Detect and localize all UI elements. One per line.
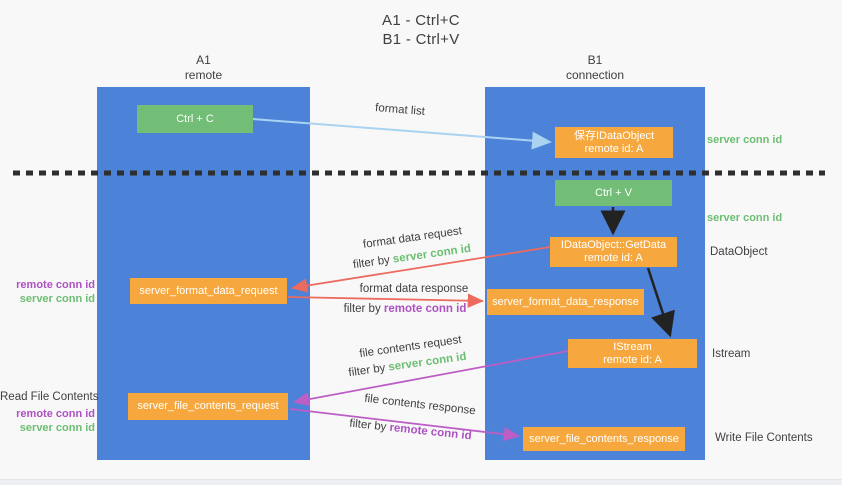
arrow-file-contents-request <box>293 350 569 407</box>
getdata-line1: IDataObject::GetData <box>560 239 667 251</box>
title-line-1: A1 - Ctrl+C <box>382 12 460 29</box>
column-header-b1: B1 connection <box>485 53 705 83</box>
server-conn-id-text: server conn id <box>19 293 95 305</box>
save-dataobject-line1: 保存IDataObject <box>573 129 655 142</box>
server-conn-id-right-top: server conn id <box>707 134 783 146</box>
server-file-contents-request-box: server_file_contents_request <box>128 393 288 420</box>
column-header-a1: A1 remote <box>97 53 310 83</box>
arrow-file-contents-response <box>289 408 520 442</box>
server-format-data-request-label: server_format_data_request <box>139 284 278 297</box>
istream-line2: remote id: A <box>603 353 662 366</box>
remote-conn-id-text: remote conn id <box>16 408 95 420</box>
istream-side-label: Istream <box>712 348 751 360</box>
server-format-data-response-label: server_format_data_response <box>492 295 639 308</box>
read-file-contents-label: Read File Contents <box>0 391 99 403</box>
server-file-contents-response-label: server_file_contents_response <box>529 432 679 445</box>
format-data-response-label: format data response <box>359 283 469 295</box>
ctrl-v-box: Ctrl + V <box>555 180 672 206</box>
istream-line1: IStream <box>613 340 652 353</box>
column-b1-name: B1 <box>587 53 603 67</box>
ctrl-v-label: Ctrl + V <box>595 186 632 199</box>
server-file-contents-response-box: server_file_contents_response <box>523 427 685 451</box>
dataobject-label: DataObject <box>710 246 768 258</box>
server-format-data-request-box: server_format_data_request <box>130 278 287 304</box>
write-file-contents-label: Write File Contents <box>715 432 813 444</box>
left-conn-id-group-1: remote conn id server conn id <box>0 278 95 306</box>
server-conn-id-text: server conn id <box>19 422 95 434</box>
istream-box: IStream remote id: A <box>568 339 697 368</box>
server-format-data-response-box: server_format_data_response <box>487 289 644 315</box>
column-b1-subtitle: connection <box>565 68 625 82</box>
title-line-2: B1 - Ctrl+V <box>382 31 460 48</box>
left-conn-id-group-2: remote conn id server conn id <box>0 407 95 435</box>
column-a1-name: A1 <box>196 53 211 67</box>
remote-conn-id-text: remote conn id <box>383 303 467 315</box>
getdata-line2: remote id: A <box>584 252 643 264</box>
ctrl-c-label: Ctrl + C <box>176 112 214 125</box>
filter-by-remote-conn-id-label-1: filter by remote conn id <box>335 303 475 315</box>
window-bottom-edge <box>0 479 842 485</box>
arrow-format-data-request <box>291 246 551 293</box>
save-dataobject-line2: remote id: A <box>584 142 644 155</box>
remote-conn-id-text: remote conn id <box>16 279 95 291</box>
arrow-format-list <box>252 118 552 150</box>
save-dataobject-box: 保存IDataObject remote id: A <box>555 127 673 158</box>
ctrl-c-box: Ctrl + C <box>137 105 253 133</box>
filter-by-text: filter by <box>343 303 381 315</box>
getdata-box: IDataObject::GetData remote id: A <box>550 237 677 267</box>
diagram-title: A1 - Ctrl+C B1 - Ctrl+V <box>0 11 842 49</box>
server-file-contents-request-label: server_file_contents_request <box>137 400 279 412</box>
server-conn-id-right-mid: server conn id <box>707 212 783 224</box>
column-a1-subtitle: remote <box>184 68 223 82</box>
arrow-format-data-response <box>287 293 484 308</box>
arrow-getdata-to-istream <box>646 267 675 338</box>
